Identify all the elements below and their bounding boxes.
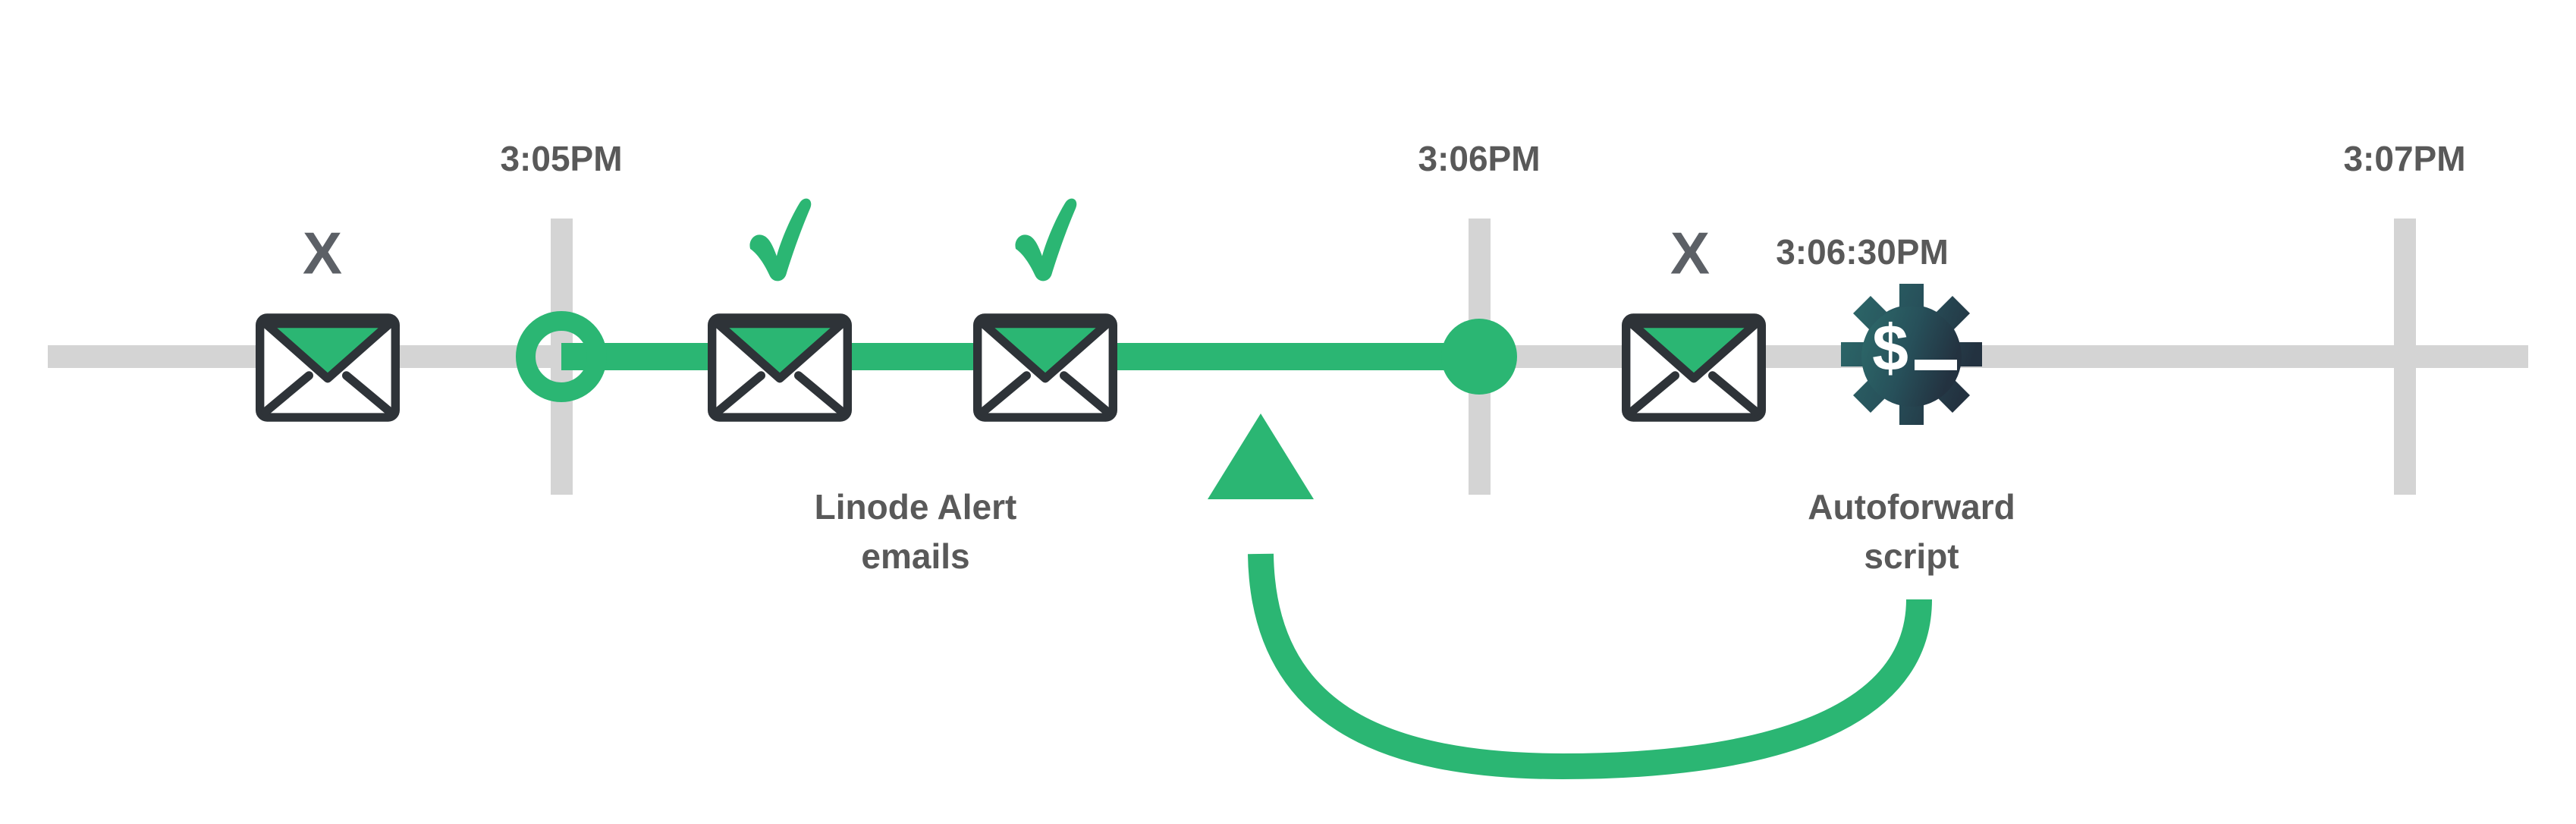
autoforward-script-line2: script bbox=[1864, 536, 1959, 576]
envelope-icon bbox=[978, 318, 1114, 417]
tick-mark-307 bbox=[2394, 219, 2416, 495]
marker-dot-306[interactable] bbox=[1441, 319, 1517, 395]
marker-ring-305[interactable] bbox=[516, 311, 607, 402]
x-mark-icon: X bbox=[303, 220, 342, 287]
linode-alert-emails-label: Linode Alert emails bbox=[815, 487, 1017, 576]
tick-label-307: 3:07PM bbox=[2343, 139, 2465, 178]
linode-alert-emails-line2: emails bbox=[861, 536, 969, 576]
gear-script-icon bbox=[1841, 284, 1982, 425]
check-icon bbox=[749, 198, 812, 281]
tick-label-305: 3:05PM bbox=[500, 139, 622, 178]
check-icon bbox=[1015, 198, 1077, 281]
autoforward-script-line1: Autoforward bbox=[1808, 487, 2015, 527]
event-autoforward-script[interactable]: 3:06:30PM Autoforward script bbox=[1776, 232, 2015, 576]
event-email-2[interactable] bbox=[712, 198, 848, 417]
x-mark-icon: X bbox=[1670, 220, 1710, 287]
tick-label-306: 3:06PM bbox=[1418, 139, 1540, 178]
envelope-icon bbox=[712, 318, 848, 417]
feedback-arrow-curve bbox=[1248, 553, 1932, 780]
envelope-icon bbox=[1626, 318, 1762, 417]
envelope-icon bbox=[260, 318, 396, 417]
event-email-3[interactable] bbox=[978, 198, 1114, 417]
script-time-label: 3:06:30PM bbox=[1776, 232, 1949, 272]
event-email-4[interactable]: X bbox=[1626, 220, 1762, 417]
feedback-arrow bbox=[1208, 414, 1932, 780]
linode-alert-emails-line1: Linode Alert bbox=[815, 487, 1017, 527]
feedback-arrow-head bbox=[1208, 414, 1314, 499]
event-email-1[interactable]: X bbox=[260, 220, 396, 417]
